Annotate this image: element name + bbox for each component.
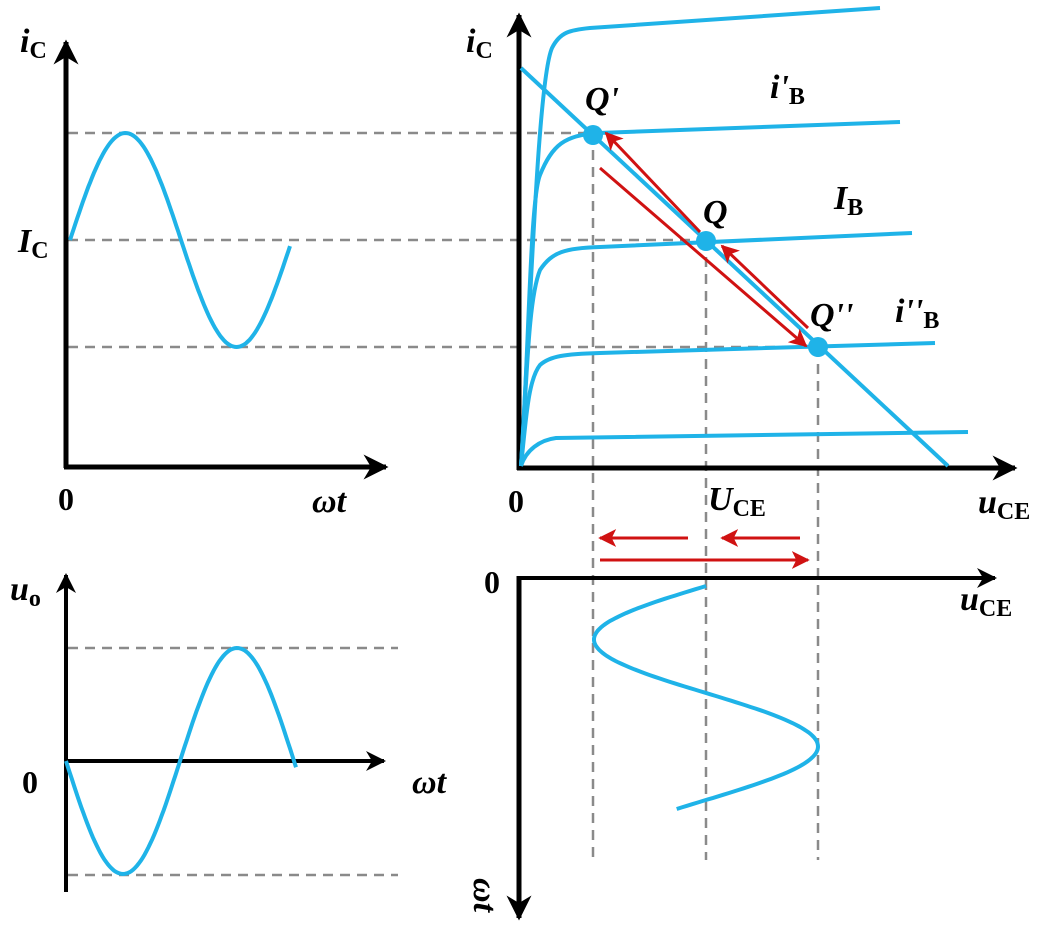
uce-x-axis-label: uCE: [960, 581, 1012, 622]
uce-swing-arrows: [598, 529, 810, 569]
curve-label-lower: i''B: [895, 293, 939, 334]
uce-sine-curve: [592, 584, 821, 811]
char-x-axis-label: uCE: [978, 484, 1030, 525]
uo-x-axis-label: ωt: [412, 764, 448, 801]
uce-origin-label: 0: [484, 564, 500, 600]
uo-origin-label: 0: [22, 764, 38, 800]
point-q-upper-label: Q': [585, 81, 619, 118]
point-q-lower-label: Q'': [810, 297, 853, 334]
char-origin-label: 0: [508, 483, 524, 519]
uce-y-axis-label: ωt: [466, 878, 503, 914]
uo-sine-curve: [64, 645, 298, 877]
ib-curve-bottom: [519, 430, 969, 467]
uo-y-axis-label: uo: [10, 571, 41, 612]
output-characteristics-panel: iC Q' Q Q'' i'B IB i''B 0 UCE uCE: [466, 6, 1030, 525]
ic-y-axis-label: iC: [20, 23, 47, 64]
arrow-qprime-to-qdouble: [599, 166, 808, 348]
ic-x-axis-label: ωt: [312, 483, 348, 520]
ib-curve-lower: [519, 341, 936, 467]
char-y-axis-label: iC: [466, 23, 493, 64]
ic-origin-label: 0: [58, 481, 74, 517]
arrow-up-to-qprime: [604, 131, 702, 234]
ic-level-label: IC: [17, 223, 49, 264]
curve-label-upper: i'B: [770, 69, 805, 110]
point-q-upper: [583, 125, 603, 145]
uo-waveform-panel: uo 0 ωt: [10, 571, 448, 892]
ic-waveform-panel: iC IC 0 ωt: [17, 23, 389, 520]
point-q: [696, 231, 716, 251]
ib-curves: [519, 6, 969, 467]
arrow-qdouble-to-q: [720, 244, 810, 330]
uce-quiescent-label: UCE: [708, 481, 766, 522]
uce-waveform-panel: 0 uCE ωt: [466, 564, 1012, 921]
ib-curve-upper: [519, 120, 901, 467]
point-q-label: Q: [703, 194, 728, 231]
curve-label-mid: IB: [833, 180, 863, 221]
point-q-lower: [808, 337, 828, 357]
ic-sine-curve: [68, 130, 292, 350]
ib-curve-mid: [519, 231, 913, 467]
